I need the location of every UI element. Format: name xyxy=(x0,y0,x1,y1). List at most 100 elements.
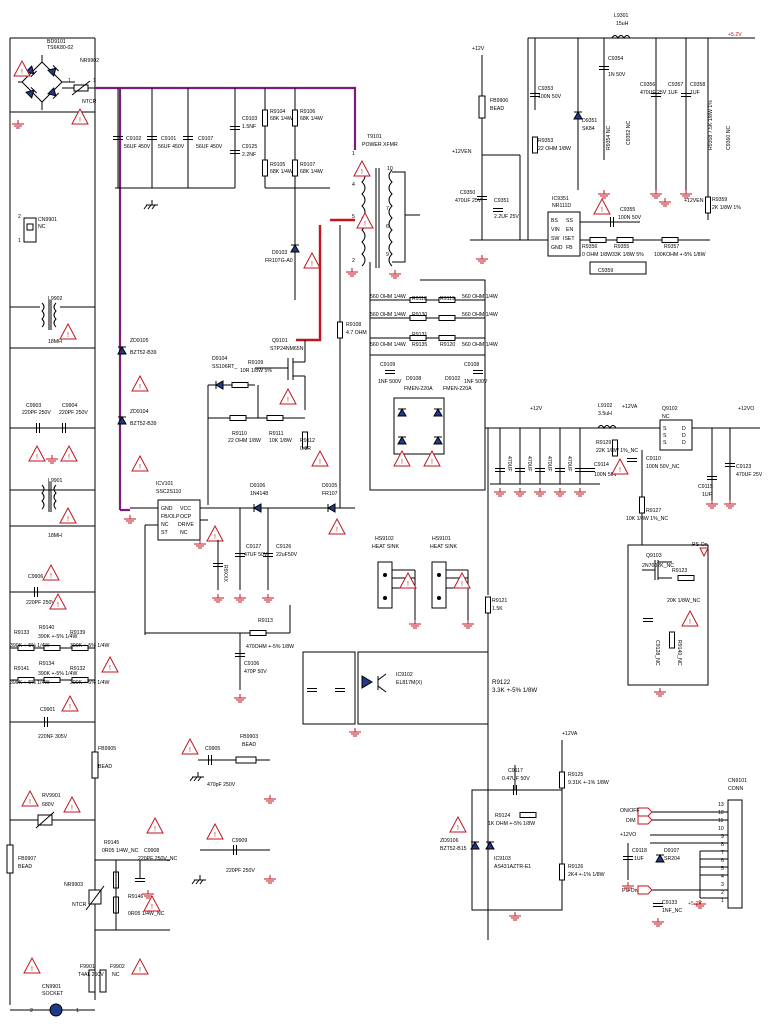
reference-ic9103: C9117 0.47UF 50V R9125 9.31K +-1% 1/8W +… xyxy=(440,731,609,911)
label-q9103: Q9103 xyxy=(646,553,662,559)
label-r9110: R9110 xyxy=(232,431,247,437)
choke-l9902: L9902 18MH xyxy=(10,296,95,349)
transformer-t9101: T9101 POWER XFMR 10 7 6 9 4 5 2 1 xyxy=(345,134,420,279)
value-ic9351: NR111D xyxy=(552,203,571,209)
ic-pin-2: FB/OLP xyxy=(161,514,180,520)
label-d9102: D9102 xyxy=(445,376,460,382)
label-ic9102: IC9102 xyxy=(396,672,413,678)
label-r9133: R9133 xyxy=(14,630,29,636)
label-r9140: R9140 xyxy=(39,625,54,631)
controller-icv101: ICV101 SSC2S110 GND FB/OLP NC ST VCC OCP… xyxy=(130,481,355,635)
value-c9108: 1NF 500V xyxy=(464,379,488,385)
label-c9110: C9110 xyxy=(646,456,661,462)
label-c9109: C9109 xyxy=(380,362,395,368)
value-r9141: 390K +-5% 1/4W xyxy=(10,680,49,686)
zener-diodes: ZD9105 BZT52-B39 ZD9104 BZT52-B39 xyxy=(117,338,157,427)
svg-text:10: 10 xyxy=(387,166,393,172)
value-d9107: SR204 xyxy=(664,856,680,862)
ic-pin-7: DRIVE xyxy=(178,522,194,528)
bulk-capacitors: C9102 56UF 450V C9101 56UF 450V C9107 56… xyxy=(112,88,223,188)
value-d9102: FMEN-220A xyxy=(443,386,472,392)
label-c9359: C9359 xyxy=(598,268,613,274)
value-ic9103: AS431AZTR-E1 xyxy=(494,864,531,870)
value-c9358: 1UF xyxy=(690,90,700,96)
value-c9351: 2.2UF 25V xyxy=(494,214,519,220)
label-r9141: R9141 xyxy=(14,666,29,672)
secondary-rectifier: 560 OHM 1/4W 560 OHM 1/4W 560 OHM 1/4W 5… xyxy=(369,262,498,491)
value-l9102: 3.5uH xyxy=(598,411,612,417)
label-l9902: L9902 xyxy=(48,296,63,302)
label-c9126: C9126 xyxy=(276,544,291,550)
output-connector-cn9101: CN9101 CONN 13 12 11 10 9 8 7 6 5 4 3 2 … xyxy=(620,778,747,914)
value-c9109: 1NF 500V xyxy=(378,379,402,385)
svg-text:4: 4 xyxy=(352,182,355,188)
value-r9129: 22K 1/8W 1%_NC xyxy=(596,448,638,454)
svg-text:470UF: 470UF xyxy=(566,456,572,472)
label-r9134: R9134 xyxy=(39,661,54,667)
value-c9356: 470UF 25V xyxy=(640,90,667,96)
bleeder-resistors: R9133 390K +-5% 1/4W R9140 390K +-5% 1/4… xyxy=(10,625,109,686)
label-r9130: R9130 xyxy=(412,312,427,318)
value-r560-c: 560 OHM 1/4W xyxy=(370,312,406,318)
value-fb9906: BEAD xyxy=(490,106,504,112)
value-l9301: 15uH xyxy=(616,21,629,27)
label-c9905: C9905 xyxy=(205,746,220,752)
pin-4: 4 xyxy=(721,874,724,880)
svg-text:2: 2 xyxy=(30,1008,33,1014)
ic9351-pin-bs: BS xyxy=(551,218,558,224)
value-d9104: SS106RT_ xyxy=(212,364,237,370)
label-ntcr: NTCR xyxy=(82,99,97,105)
value-c9115: 1UF xyxy=(702,492,712,498)
capacitors-c9903-c9904: C9903 220PF 250V C9904 220PF 250V xyxy=(10,403,95,434)
pin-12: 12 xyxy=(718,810,724,816)
label-c9904: C9904 xyxy=(62,403,77,409)
label-r9353: R9353 xyxy=(538,138,553,144)
value-c9102: 56UF 450V xyxy=(124,144,151,150)
label-r9359: R9359 xyxy=(712,197,727,203)
diode-d9103: D9103 FR107G-A0 xyxy=(265,188,300,300)
value-c9354: 1N 50V xyxy=(608,72,626,78)
value-cn9101: CONN xyxy=(728,786,744,792)
label-fb9905: FB9905 xyxy=(98,746,116,752)
value-c9114: 100N 50V xyxy=(594,472,618,478)
ic-pin-8: NC xyxy=(180,530,188,536)
label-q9102: Q9102 xyxy=(662,406,678,412)
value-c9904: 220PF 250V xyxy=(59,410,88,416)
capacitor-c9909: C9909 220PF 250V xyxy=(200,838,270,874)
value-c9909: 220PF 250V xyxy=(226,868,255,874)
signal-12vo: +12VO xyxy=(620,832,636,838)
label-c9125: C9125 xyxy=(242,144,257,150)
label-zd9106: ZD9106 xyxy=(440,838,459,844)
value-cn9901b: SOCKET xyxy=(42,991,64,997)
svg-text:D: D xyxy=(682,433,686,439)
value-hs9102: HEAT SINK xyxy=(372,544,399,550)
value-ic9102: EL817M(X) xyxy=(396,680,423,686)
svg-text:D: D xyxy=(682,440,686,446)
label-r9113: R9113 xyxy=(258,618,273,624)
label-fb9903: FB9903 xyxy=(240,734,258,740)
value-c9905: 470pF 250V xyxy=(207,782,236,788)
label-bd9101: BD9101 xyxy=(47,39,66,45)
buck-ic9351: IC9351 NR111D BS VIN SW GND SS EN ISET F… xyxy=(547,196,710,275)
value-r9359: 2K 1/8W 1% xyxy=(712,205,741,211)
svg-text:R9140_NC: R9140_NC xyxy=(676,640,682,666)
label-r9127: R9127 xyxy=(646,508,661,514)
pin-5: 5 xyxy=(721,866,724,872)
label-c9114: C9114 xyxy=(594,462,609,468)
label-c9133: C9133 xyxy=(662,900,677,906)
value-r9127: 10K 1/8W 1%_NC xyxy=(626,516,668,522)
value-r9124: 1K OHM +-5% 1/8W xyxy=(488,821,535,827)
value-l9901: 18MH xyxy=(48,533,62,539)
label-c9354: C9354 xyxy=(608,56,623,62)
svg-text:C9360 NC: C9360 NC xyxy=(726,126,732,150)
label-r9120: R9120 xyxy=(440,342,455,348)
label-ntcr2: NTCR xyxy=(72,902,87,908)
label-r9122: R9122 xyxy=(492,679,511,686)
svg-text:1: 1 xyxy=(93,78,96,84)
value-r9134: 390K +-5% 1/4W xyxy=(38,671,77,677)
resistor-r9108: R9108 4.7 OHM xyxy=(337,225,367,508)
varistor-rv9901: RV9901 680V xyxy=(10,793,95,829)
ferrite-fb9905: FB9905 BEAD xyxy=(91,746,116,779)
value-q9103: 2N7002K_NC xyxy=(642,563,674,569)
